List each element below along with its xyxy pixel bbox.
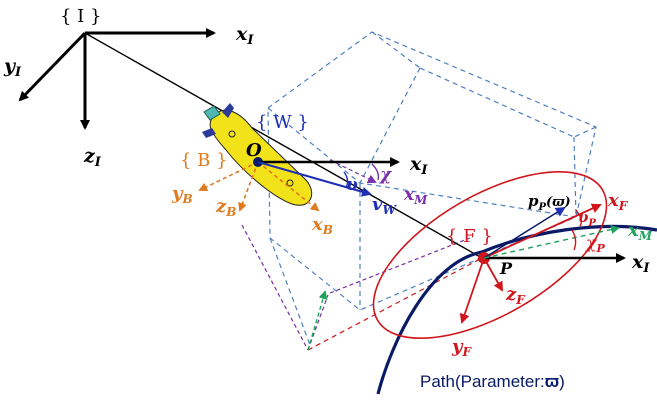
projection-lines <box>241 224 471 351</box>
vehicle-marker <box>228 130 236 138</box>
path-curve <box>376 224 657 395</box>
frenet-frame: { F } P xI xF zF yF pP(ϖ) xM υP χP <box>446 190 653 359</box>
dashed-bounding-box <box>267 31 597 346</box>
purple-arrow <box>329 159 377 183</box>
frenet-z-label: zF <box>505 284 526 307</box>
tangent-vector <box>483 206 566 259</box>
body-frame-name: { B } <box>180 150 228 171</box>
xm-label: xM <box>403 185 428 207</box>
inertial-frame-name: { I } <box>60 6 101 27</box>
position-line <box>84 32 483 259</box>
chi-arc <box>371 163 380 181</box>
body-x-label: xB <box>311 214 333 237</box>
velocity-label: vW <box>372 194 397 217</box>
frenet-xI-label: xI <box>631 251 650 276</box>
red-dashed-line <box>307 257 483 351</box>
upsilon-arc <box>343 171 349 189</box>
body-frame: { B } yB zB xB <box>171 150 333 237</box>
fin-icon <box>222 103 234 118</box>
chi-label: χ <box>379 165 393 185</box>
frenet-x-label: xF <box>607 190 629 213</box>
body-y-label: yB <box>171 183 193 206</box>
world-frame: { W } O xI vW υ χ xM <box>246 112 428 217</box>
vp-arc <box>575 209 583 227</box>
fin-icon <box>202 128 216 138</box>
frenet-y-axis <box>459 257 485 324</box>
upsilon-label: υ <box>346 175 358 195</box>
vehicle-marker <box>286 179 294 187</box>
chip-label: χP <box>585 233 606 255</box>
world-x-label: xI <box>409 153 428 178</box>
frenet-plane-ellipse <box>372 170 608 340</box>
inertial-x-label: xI <box>235 23 254 48</box>
green-dashed-vector <box>307 290 328 351</box>
green-dashed-direction <box>483 225 620 259</box>
body-z-label: zB <box>215 196 236 219</box>
path-caption: Path(Parameter:ϖ) <box>420 372 565 391</box>
vp-label: υP <box>578 208 596 229</box>
pp-label: pP(ϖ) <box>528 192 571 213</box>
chip-arc <box>571 229 577 251</box>
point-p-label: P <box>499 259 513 278</box>
origin-label: O <box>246 140 262 161</box>
inertial-frame: { I } xI yI zI <box>3 6 254 170</box>
world-frame-name: { W } <box>256 112 309 133</box>
inertial-z-label: zI <box>83 145 102 170</box>
frenet-z-axis <box>483 257 503 292</box>
inertial-y-label: yI <box>3 55 22 80</box>
frenet-x-axis <box>483 203 602 259</box>
velocity-vector <box>257 161 372 197</box>
vehicle <box>202 103 313 206</box>
frenet-y-label: yF <box>451 336 472 359</box>
propeller-icon <box>203 105 221 121</box>
xm2-label: xM <box>627 220 653 243</box>
frenet-frame-name: { F } <box>446 226 493 247</box>
